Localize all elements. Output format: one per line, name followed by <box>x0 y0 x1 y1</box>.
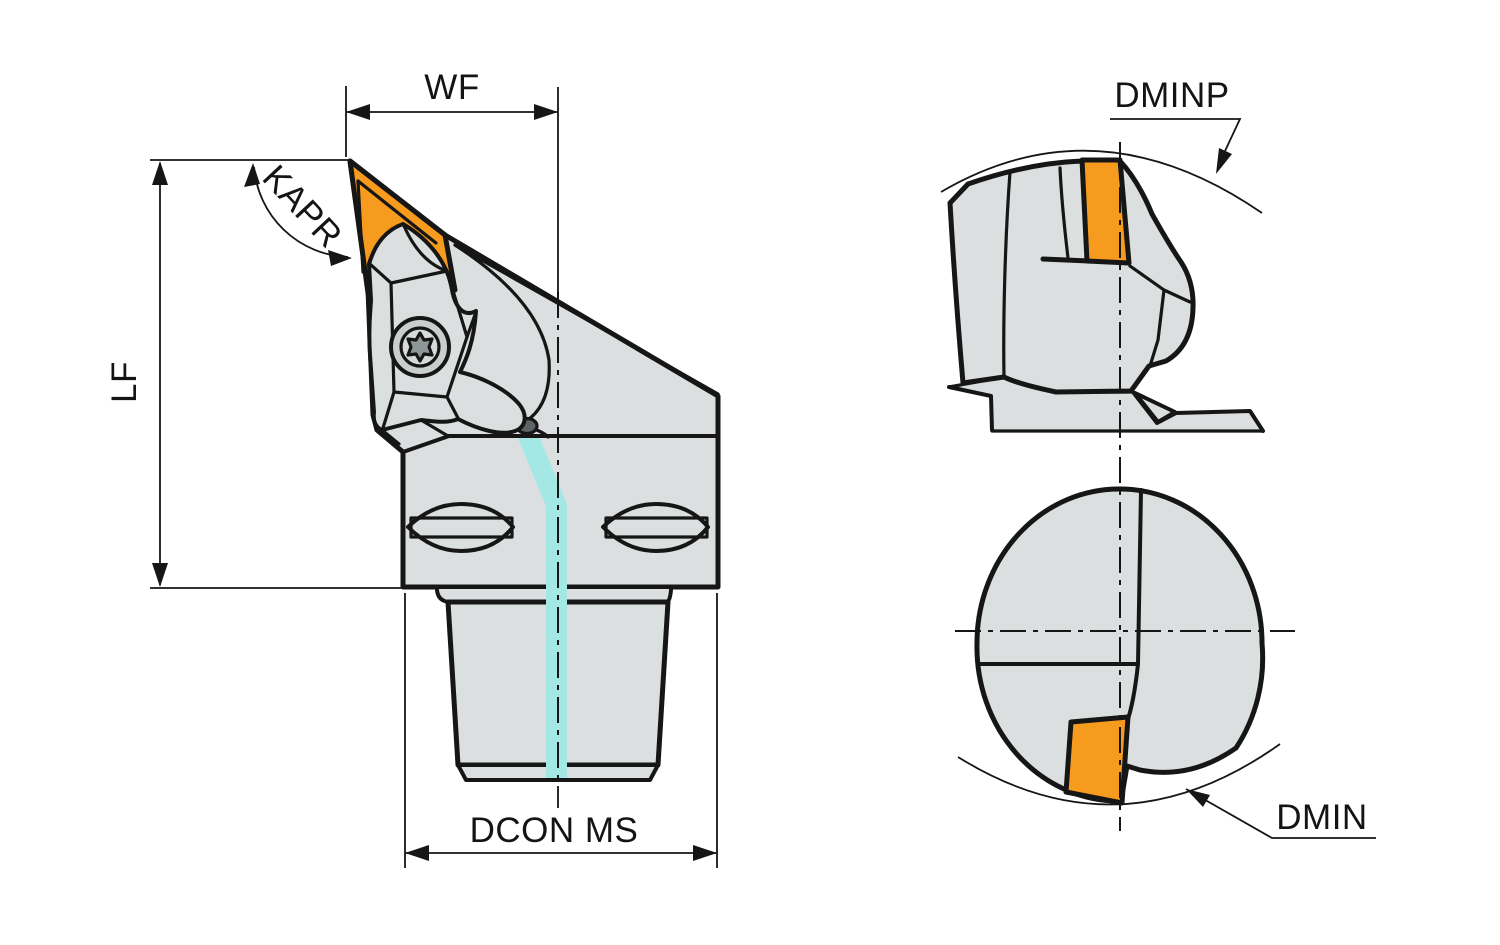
insert-clamp <box>367 222 527 438</box>
kapr-arrow-end <box>328 250 352 266</box>
cutting-insert-bottom <box>1063 714 1131 806</box>
coolant-channel <box>517 436 567 778</box>
clamp-slot-left <box>406 502 515 553</box>
clamp-rear-foot-edge <box>419 418 450 438</box>
dmin-arc <box>957 743 1281 806</box>
dminp-arrow <box>1216 148 1232 174</box>
dcon-arrow-left <box>405 845 429 861</box>
lf-arrow-top <box>152 161 168 185</box>
dcon-arrow-right <box>693 845 717 861</box>
dminp-dimension: DMINP <box>1110 76 1242 174</box>
dminp-label: DMINP <box>1114 76 1229 115</box>
clamp-slot-right <box>601 502 710 553</box>
side-view: WF LF KAPR DCON MS <box>105 68 721 868</box>
cutting-insert-front <box>1079 157 1132 266</box>
front-head <box>947 157 1196 395</box>
bottom-view: DMIN <box>955 142 1376 839</box>
head-crease-right <box>453 243 720 396</box>
dminp-arc <box>940 149 1263 214</box>
dcon-ms-label: DCON MS <box>470 811 639 850</box>
lf-dimension: LF <box>105 159 401 589</box>
lf-arrow-bottom <box>152 563 168 587</box>
wf-dimension: WF <box>345 68 558 157</box>
front-pocket-line <box>1040 256 1092 264</box>
dmin-arrow <box>1186 789 1210 807</box>
dcon-ms-dimension: DCON MS <box>404 593 718 868</box>
wf-arrow-right <box>534 104 558 120</box>
wf-label: WF <box>424 68 479 107</box>
torx-screw <box>389 316 451 378</box>
kapr-dimension: KAPR <box>244 158 352 266</box>
front-wedge <box>1133 391 1177 424</box>
front-facet-lines <box>1002 166 1192 379</box>
kapr-arrow-top <box>244 163 260 187</box>
head-body-corner-edge <box>401 434 451 454</box>
dmin-label: DMIN <box>1276 798 1367 837</box>
dmin-dimension: DMIN <box>1185 788 1376 839</box>
lf-label: LF <box>105 361 144 403</box>
wf-arrow-left <box>346 104 370 120</box>
torx-star-icon <box>406 331 434 363</box>
front-view: DMINP <box>940 76 1265 433</box>
kapr-label: KAPR <box>255 158 350 256</box>
